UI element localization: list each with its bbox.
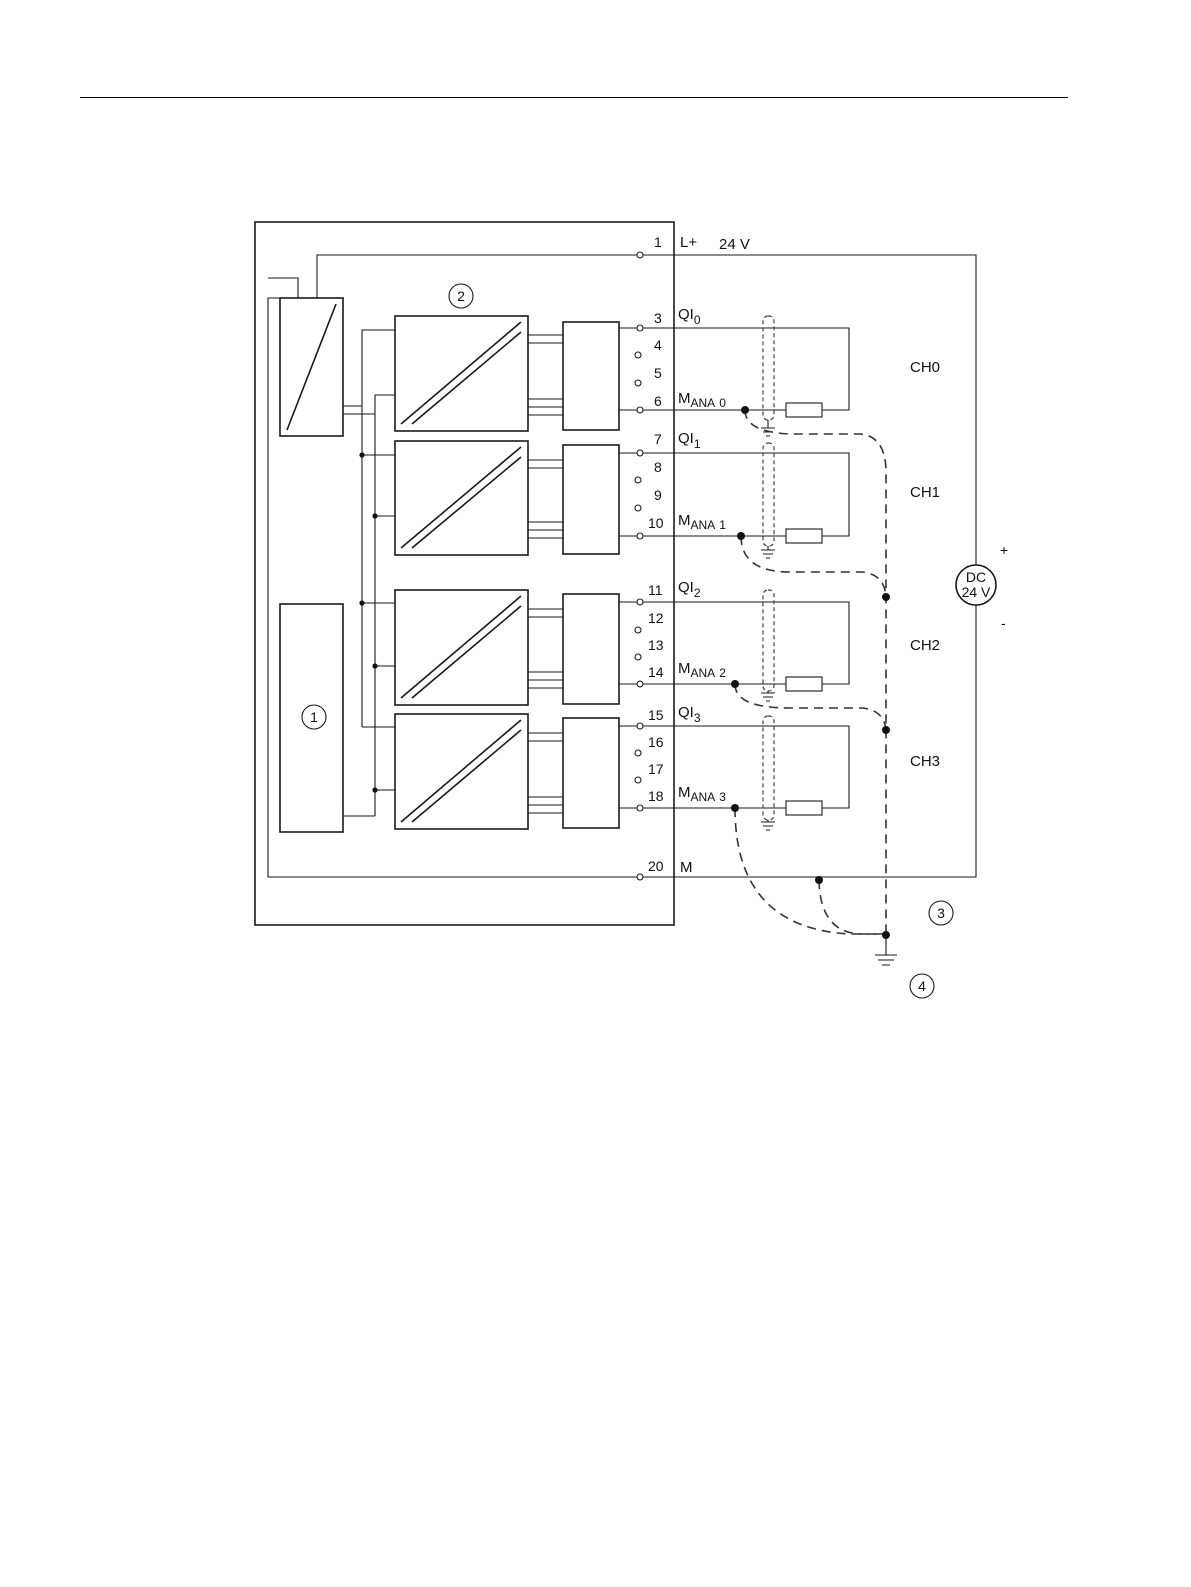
terminal-14: 14 [648,664,664,680]
lplus-inner-link [268,278,298,298]
terminal-13: 13 [648,637,664,653]
callout-2: 2 [449,284,473,308]
output-stage-ch0 [563,322,619,430]
svg-text:3: 3 [937,905,945,921]
terminal-17: 17 [648,761,664,777]
channel-label-ch3: CH3 [910,753,940,770]
lplus-label: L+ [680,234,697,251]
qi1-label: QI1 [678,430,701,451]
terminal-6: 6 [654,393,662,409]
channel-label-ch2: CH2 [910,637,940,654]
terminal-1: 1 [654,234,662,250]
qi3-label: QI3 [678,704,701,725]
terminal-4: 4 [654,337,662,353]
terminal-16: 16 [648,734,664,750]
internal-bus-a [362,330,395,727]
m-label: M [680,859,693,876]
svg-text:4: 4 [918,978,926,994]
callout-4: 4 [910,974,934,998]
cable-shields [761,316,775,830]
terminal-9: 9 [654,487,662,503]
supply-voltage-label: 24 V [719,236,750,253]
svg-text:1: 1 [310,709,318,725]
dc-plus-label: + [1000,542,1008,558]
terminal-15: 15 [648,707,664,723]
terminal-3: 3 [654,310,662,326]
terminal-10: 10 [648,515,664,531]
internal-bus-b [375,395,395,816]
terminal-11: 11 [648,582,663,598]
terminal-7: 7 [654,431,662,447]
qi2-label: QI2 [678,579,701,600]
output-stage-ch1 [563,445,619,554]
terminal-pins [635,252,643,880]
terminal-12: 12 [648,610,664,626]
terminal-5: 5 [654,365,662,381]
terminal-20: 20 [648,858,664,874]
channel-label-ch1: CH1 [910,484,940,501]
output-stage-ch3 [563,718,619,828]
callout-3: 3 [929,901,953,925]
terminal-18: 18 [648,788,664,804]
svg-text:24 V: 24 V [962,584,991,600]
qi0-label: QI0 [678,306,701,327]
channel-label-ch0: CH0 [910,359,940,376]
dc-power-source: DC 24 V [956,565,996,605]
terminal-8: 8 [654,459,662,475]
equipotential-wiring [735,410,886,935]
svg-text:DC: DC [966,569,986,585]
svg-text:2: 2 [457,288,465,304]
dc-minus-label: - [1001,615,1006,631]
output-stage-ch2 [563,594,619,704]
ground-icon [875,939,897,965]
